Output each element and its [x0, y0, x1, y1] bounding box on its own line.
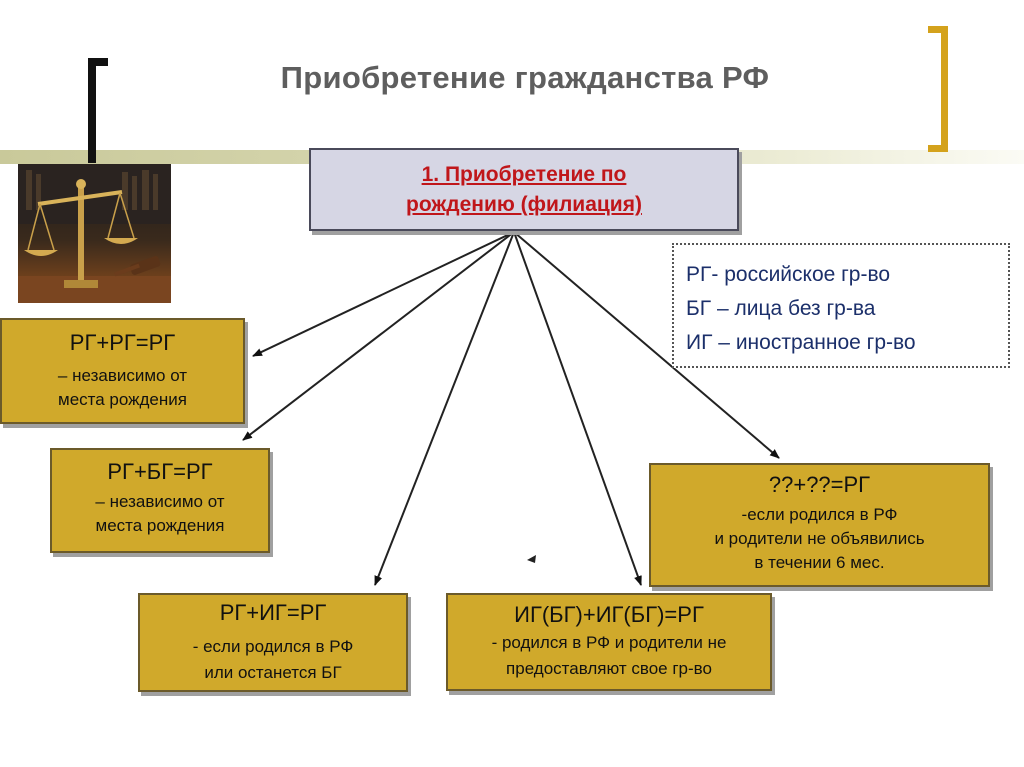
node-rg-ig-line1: - если родился в РФ [192, 637, 354, 656]
node-unknown-parents: ??+??=РГ -если родился в РФ и родители н… [649, 463, 990, 587]
left-bracket-decoration [88, 58, 108, 163]
main-node-birth-acquisition: 1. Приобретение по рождению (филиация) [309, 148, 739, 231]
node-unknown-line3: в течении 6 мес. [754, 553, 885, 572]
stray-arrow-marker [527, 555, 536, 563]
node-rg-bg-line2: места рождения [95, 516, 225, 535]
main-node-line2: рождению (филиация) [406, 193, 642, 216]
main-node-line1: 1. Приобретение по [421, 163, 627, 186]
arrow-to-rg-bg [242, 231, 515, 441]
arrow-to-unknown [513, 231, 780, 459]
node-unknown-head: ??+??=РГ [768, 472, 871, 497]
arrow-to-rg-rg [252, 231, 515, 357]
node-rg-rg-line2: места рождения [58, 390, 187, 409]
node-rg-rg: РГ+РГ=РГ – независимо от места рождения [0, 318, 245, 424]
abbreviation-legend: РГ- российское гр-во БГ – лица без гр-ва… [672, 243, 1010, 368]
node-rg-ig-line2: или останется БГ [204, 663, 342, 682]
node-ig-ig: ИГ(БГ)+ИГ(БГ)=РГ - родился в РФ и родите… [446, 593, 772, 691]
node-ig-ig-line1: - родился в РФ и родители не [491, 633, 727, 652]
node-rg-bg-head: РГ+БГ=РГ [107, 459, 213, 484]
node-rg-bg: РГ+БГ=РГ – независимо от места рождения [50, 448, 270, 553]
node-ig-ig-head: ИГ(БГ)+ИГ(БГ)=РГ [514, 602, 704, 627]
node-rg-bg-line1: – независимо от [95, 492, 225, 511]
page-title: Приобретение гражданства РФ [280, 60, 770, 95]
arrow-to-ig-ig [513, 231, 642, 586]
node-rg-rg-head: РГ+РГ=РГ [69, 330, 176, 355]
node-rg-ig: РГ+ИГ=РГ - если родился в РФ или останет… [138, 593, 408, 692]
right-bracket-decoration [928, 26, 948, 152]
arrow-to-rg-ig [374, 231, 515, 586]
node-rg-rg-line1: – независимо от [57, 366, 188, 385]
node-unknown-line1: -если родился в РФ [741, 505, 898, 524]
node-rg-ig-head: РГ+ИГ=РГ [219, 600, 327, 625]
legend-item-bg: БГ – лица без гр-ва [686, 297, 876, 320]
node-ig-ig-line2: предоставляют свое гр-во [506, 659, 712, 678]
scales-of-justice-icon [18, 164, 171, 303]
legend-item-rg: РГ- российское гр-во [686, 263, 891, 286]
legend-item-ig: ИГ – иностранное гр-во [686, 331, 916, 354]
node-unknown-line2: и родители не объявились [714, 529, 925, 548]
